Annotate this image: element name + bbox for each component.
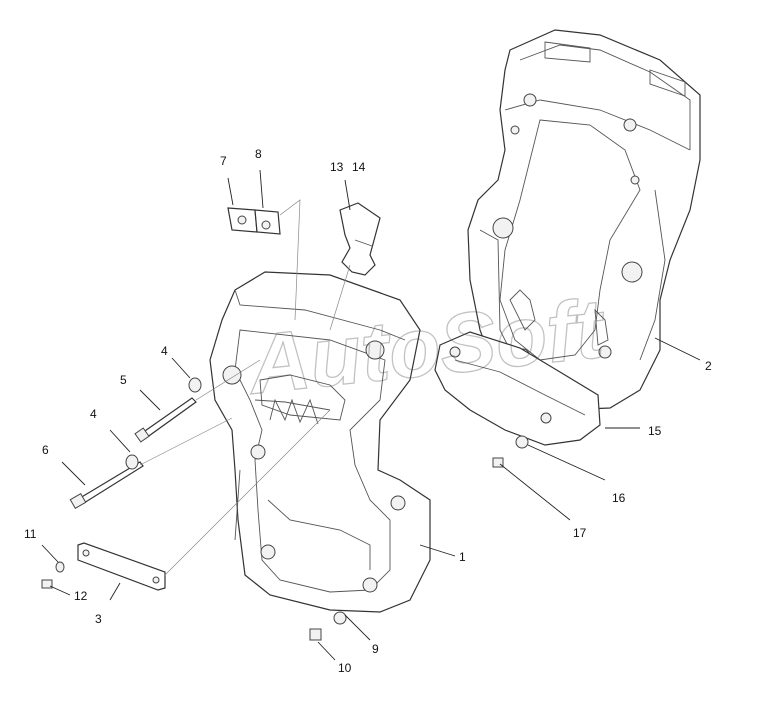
part-11-washer [55, 561, 65, 573]
part-13-14-bracket [339, 202, 381, 276]
part-9-washer [333, 611, 347, 625]
part-15-spacer [434, 331, 601, 446]
callout-8: 8 [255, 147, 262, 161]
callout-3: 3 [95, 612, 102, 626]
part-7-plate [227, 207, 258, 233]
part-5-pin [134, 397, 197, 443]
part-8-plate [254, 209, 281, 235]
part-12-screw [41, 579, 53, 589]
callout-4-lower: 4 [90, 407, 97, 421]
callout-7: 7 [220, 154, 227, 168]
callout-11: 11 [24, 527, 37, 541]
callout-9: 9 [372, 642, 379, 656]
part-6-bolt [69, 461, 144, 510]
callout-4-upper: 4 [161, 344, 168, 358]
callout-12: 12 [74, 589, 88, 603]
callout-13: 13 [330, 160, 344, 174]
callout-17: 17 [573, 526, 587, 540]
part-2-rear-housing [467, 29, 701, 411]
part-1-front-housing [209, 271, 431, 613]
assembly-guide-lines [139, 199, 351, 576]
leader-lines [41, 169, 701, 661]
part-16-washer [515, 435, 529, 449]
part-3-bar [77, 542, 166, 591]
callout-10: 10 [338, 661, 352, 675]
callout-2: 2 [705, 359, 712, 373]
part-4-washer-lower [125, 454, 139, 470]
callout-labels: 1 2 3 4 4 5 6 7 8 9 10 11 12 13 14 15 16… [24, 147, 712, 675]
part-10-screw [309, 628, 322, 641]
part-17-screw [492, 457, 504, 468]
callout-16: 16 [612, 491, 626, 505]
callout-6: 6 [42, 443, 49, 457]
callout-15: 15 [648, 424, 662, 438]
callout-14: 14 [352, 160, 366, 174]
part-4-washer-upper [188, 377, 202, 393]
callout-1: 1 [459, 550, 466, 564]
callout-5: 5 [120, 373, 127, 387]
